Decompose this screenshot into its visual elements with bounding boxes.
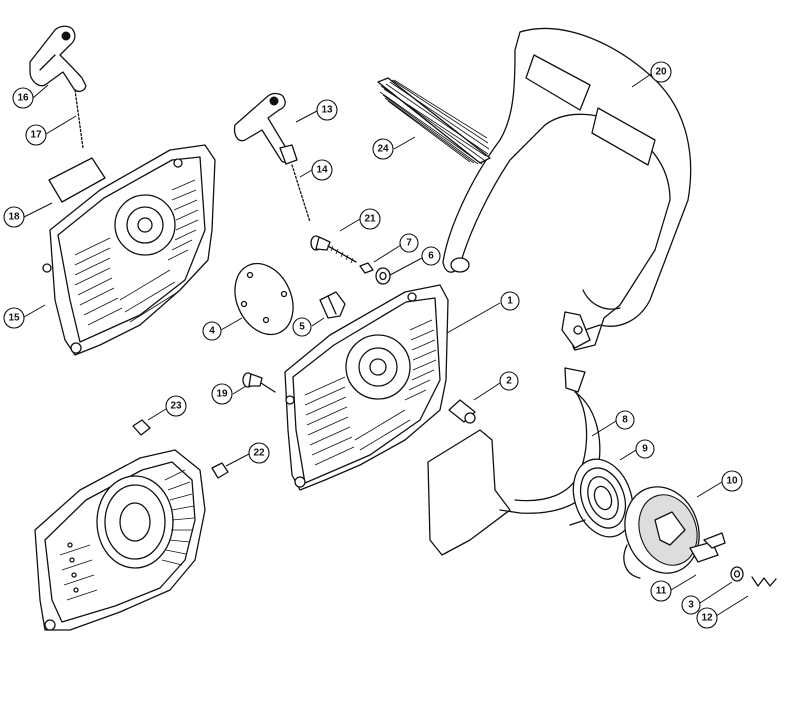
part-screw-21 <box>310 235 357 264</box>
svg-text:16: 16 <box>17 93 29 104</box>
callout-18: 18 <box>3 206 25 228</box>
svg-text:5: 5 <box>299 322 305 333</box>
svg-text:12: 12 <box>701 613 713 624</box>
callout-8: 8 <box>615 410 635 430</box>
part-plate-18 <box>48 157 106 203</box>
part-nut-22 <box>211 462 229 479</box>
callout-9: 9 <box>635 439 655 459</box>
part-knob-5 <box>319 291 346 319</box>
part-starter-grip-16 <box>29 25 87 93</box>
part-rope-rotor-10 <box>623 486 700 579</box>
part-pawl-11 <box>689 532 726 563</box>
callout-5: 5 <box>292 317 312 337</box>
callout-21: 21 <box>359 208 381 230</box>
part-spiral-spring-9 <box>569 458 634 538</box>
svg-text:14: 14 <box>316 165 328 176</box>
part-nut-23 <box>132 419 151 436</box>
callout-16: 16 <box>12 87 34 109</box>
part-fan-housing-15 <box>42 144 216 356</box>
callout-15: 15 <box>3 307 25 329</box>
svg-text:22: 22 <box>253 448 265 459</box>
callout-6: 6 <box>421 246 441 266</box>
callout-13: 13 <box>316 99 338 121</box>
part-starter-rope-17 <box>74 89 84 149</box>
callout-11: 11 <box>650 580 672 602</box>
callout-22: 22 <box>248 442 270 464</box>
callout-3: 3 <box>681 595 701 615</box>
callout-4: 4 <box>202 321 222 341</box>
part-screw-19 <box>242 372 276 393</box>
svg-text:19: 19 <box>216 389 228 400</box>
part-fan-housing-1 <box>284 284 449 491</box>
part-nut-7 <box>359 262 374 274</box>
part-pin-2 <box>448 399 476 424</box>
svg-text:20: 20 <box>655 67 667 78</box>
svg-text:11: 11 <box>656 586 667 597</box>
svg-text:3: 3 <box>688 600 694 611</box>
part-spring-clip-12 <box>751 576 777 587</box>
svg-text:15: 15 <box>8 313 20 324</box>
svg-text:9: 9 <box>642 444 648 455</box>
part-handle-guard <box>442 27 692 351</box>
svg-text:13: 13 <box>321 105 333 116</box>
callout-7: 7 <box>399 233 419 253</box>
callout-2: 2 <box>499 371 519 391</box>
callout-14: 14 <box>311 159 333 181</box>
callout-10: 10 <box>721 470 743 492</box>
svg-text:17: 17 <box>30 130 42 141</box>
svg-text:21: 21 <box>364 214 376 225</box>
part-filter-grille <box>377 77 491 165</box>
part-starter-grip-13 <box>233 92 298 165</box>
leader-lines <box>23 73 749 617</box>
svg-text:8: 8 <box>622 415 628 426</box>
svg-text:18: 18 <box>8 212 20 223</box>
callout-1: 1 <box>500 291 520 311</box>
svg-text:24: 24 <box>377 144 389 155</box>
callout-17: 17 <box>25 124 47 146</box>
svg-text:23: 23 <box>170 401 182 412</box>
callout-20: 20 <box>650 61 672 83</box>
svg-text:7: 7 <box>406 238 412 249</box>
part-disc-cover-4 <box>234 262 294 336</box>
svg-text:10: 10 <box>726 476 738 487</box>
svg-text:1: 1 <box>507 296 513 307</box>
svg-text:6: 6 <box>428 251 434 262</box>
callout-23: 23 <box>165 395 187 417</box>
part-fan-housing-lower <box>34 449 206 631</box>
part-cover-8 <box>427 367 601 556</box>
part-starter-rope-14 <box>291 164 311 223</box>
part-washer-3 <box>730 566 744 582</box>
callout-24: 24 <box>372 138 394 160</box>
callout-19: 19 <box>211 383 233 405</box>
svg-text:2: 2 <box>506 376 512 387</box>
svg-text:4: 4 <box>209 326 215 337</box>
part-washer-6 <box>375 267 391 285</box>
callout-12: 12 <box>696 607 718 629</box>
